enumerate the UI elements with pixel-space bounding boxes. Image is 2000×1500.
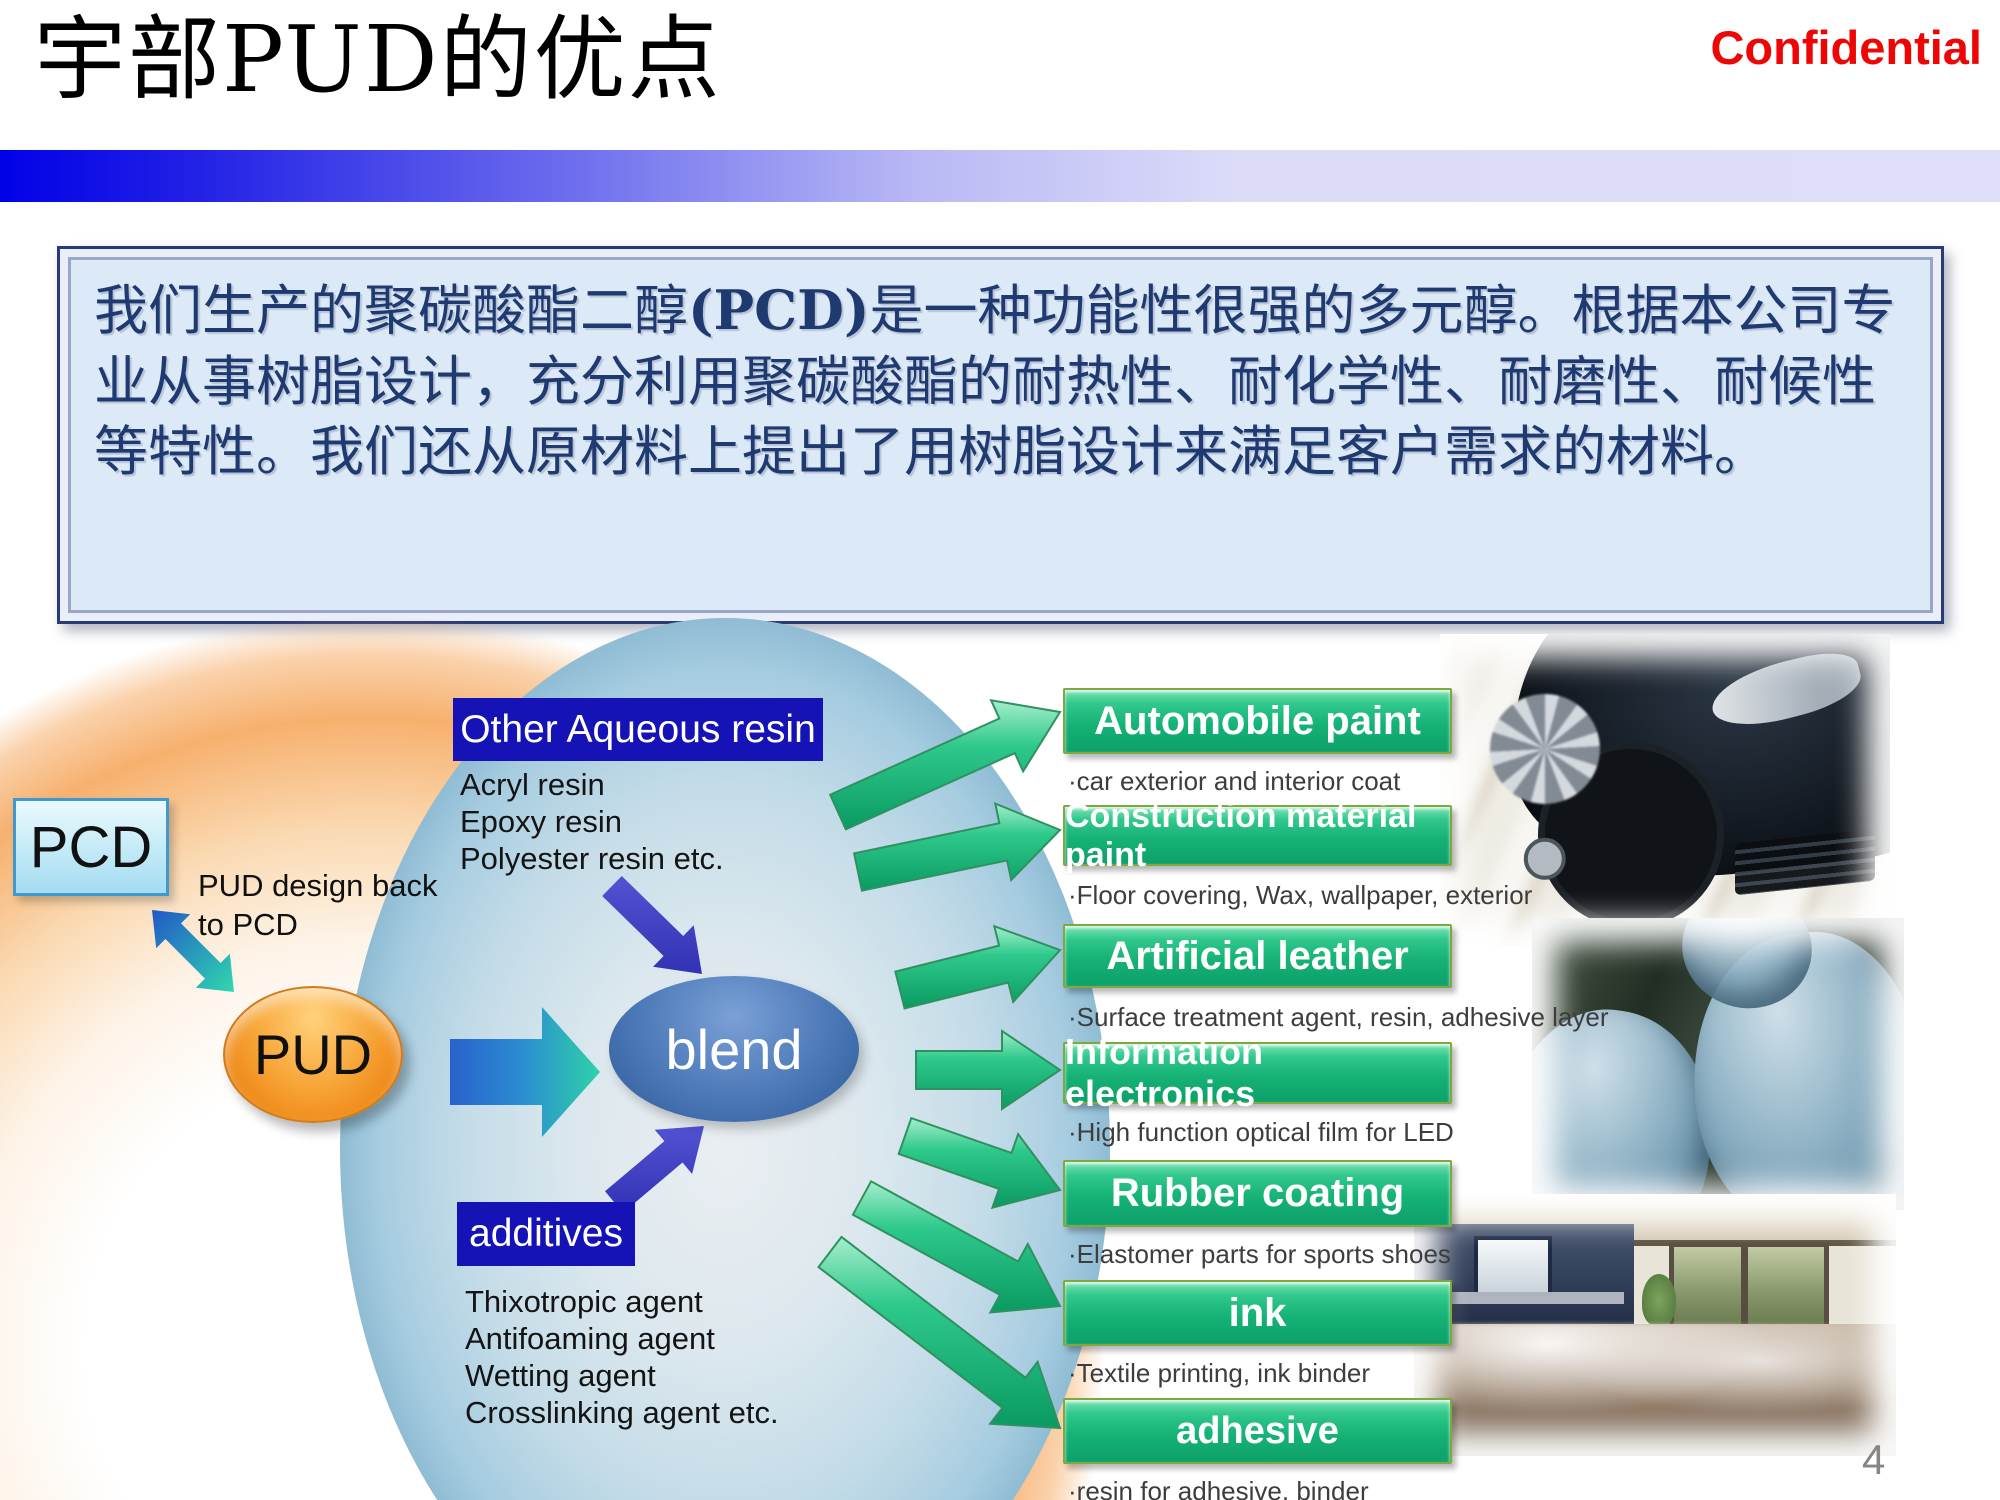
pud-design-back-line1: PUD design back (198, 868, 438, 903)
confidential-label: Confidential (1710, 21, 1982, 74)
pcd-box: PCD (13, 798, 169, 896)
additives-item: Crosslinking agent etc. (465, 1395, 779, 1430)
app-note-ink: ·Textile printing, ink binder (1068, 1358, 1371, 1388)
intro-pcd-bold: (PCD) (688, 278, 870, 342)
green-flow-arrow (915, 1029, 1062, 1111)
green-flow-arrow (817, 1235, 1062, 1430)
showroom-floor-photo (1414, 1194, 1896, 1456)
app-box-information-electronics: Information electronics (1063, 1031, 1452, 1114)
app-note-adhesive: ·resin for adhesive, binder (1068, 1476, 1369, 1500)
intro-text-part1: 我们生产的聚碳酸酯二醇 (94, 279, 688, 342)
app-box-ink: ink (1063, 1280, 1452, 1346)
additives-item: Wetting agent (465, 1358, 656, 1393)
app-note-information-electronics: ·High function optical film for LED (1068, 1117, 1454, 1147)
aqueous-resin-item: Epoxy resin (460, 804, 622, 839)
intro-text: 我们生产的聚碳酸酯二醇(PCD)是一种功能性很强的多元醇。根据本公司专业从事树脂… (94, 275, 1907, 488)
additives-item: Antifoaming agent (465, 1321, 715, 1356)
green-flow-arrow (852, 801, 1062, 892)
app-box-automobile-paint: Automobile paint (1063, 688, 1452, 754)
green-flow-arrow (897, 1116, 1062, 1210)
app-note-artificial-leather: ·Surface treatment agent, resin, adhesiv… (1068, 1002, 1609, 1032)
blend-ellipse: blend (609, 976, 859, 1122)
automobile-photo (1440, 634, 1890, 946)
additives-header: additives (457, 1202, 635, 1266)
green-flow-arrow (851, 1179, 1062, 1314)
app-box-rubber-coating: Rubber coating (1063, 1160, 1452, 1227)
app-note-rubber-coating: ·Elastomer parts for sports shoes (1068, 1239, 1451, 1269)
app-box-adhesive: adhesive (1063, 1398, 1452, 1464)
pud-design-back-label: PUD design back to PCD (198, 866, 438, 944)
resin-to-blend-arrow (602, 876, 702, 974)
showroom-plant (1642, 1274, 1676, 1326)
app-box-construction-material-paint: Construction material paint (1063, 797, 1452, 874)
title-underline-bar (0, 150, 2000, 202)
aqueous-resin-header: Other Aqueous resin (453, 698, 823, 761)
additives-list: Thixotropic agent Antifoaming agent Wett… (465, 1283, 779, 1431)
page-number: 4 (1862, 1436, 1886, 1483)
app-note-automobile-paint: ·car exterior and interior coat (1068, 766, 1401, 796)
car-seats-photo (1532, 918, 1904, 1210)
app-note-construction-material-paint: ·Floor covering, Wax, wallpaper, exterio… (1068, 880, 1533, 910)
pud-design-back-line2: to PCD (198, 907, 298, 942)
additives-item: Thixotropic agent (465, 1284, 703, 1319)
additives-to-blend-arrow (605, 1126, 704, 1213)
green-flow-arrow (894, 924, 1062, 1010)
pud-ellipse: PUD (223, 986, 403, 1123)
aqueous-resin-item: Acryl resin (460, 767, 605, 802)
aqueous-resin-item: Polyester resin etc. (460, 841, 724, 876)
car-wheel (1489, 693, 1717, 921)
intro-text-part2: 是一种功能性很强的多元醇。根据本公司专业从事树脂设计，充分利用聚碳酸酯的耐热性、… (94, 279, 1896, 484)
pud-to-blend-arrow (450, 1007, 600, 1137)
page-title: 宇部PUD的优点 (34, 6, 722, 113)
green-flow-arrow (828, 698, 1062, 831)
pcd-pud-double-arrow (152, 910, 234, 992)
aqueous-resin-list: Acryl resin Epoxy resin Polyester resin … (460, 766, 724, 877)
app-box-artificial-leather: Artificial leather (1063, 924, 1452, 988)
